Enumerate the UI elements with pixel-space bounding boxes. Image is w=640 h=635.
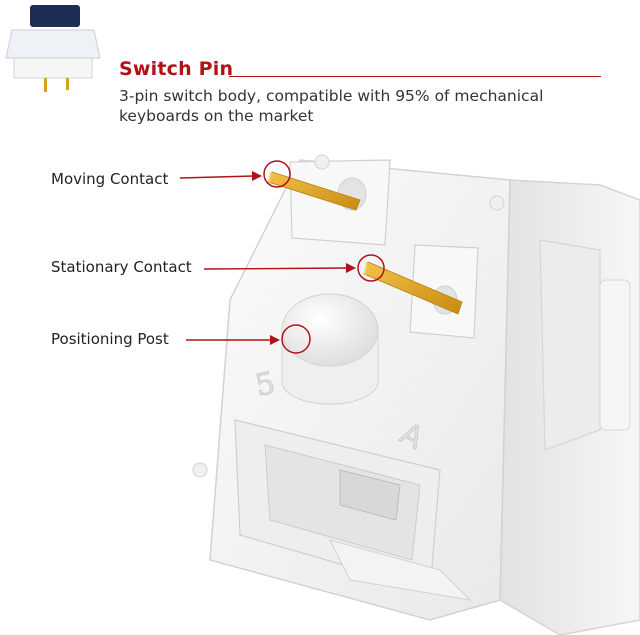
callout-arrows xyxy=(179,171,356,345)
stem-cap xyxy=(30,5,80,27)
section-title: Switch Pin xyxy=(119,58,234,80)
moving-contact-label: Moving Contact xyxy=(51,170,169,188)
thumbnail-bottom-housing xyxy=(13,57,93,79)
thumbnail-switch xyxy=(5,5,101,92)
moving-contact-highlight xyxy=(263,160,291,188)
positioning-post-label: Positioning Post xyxy=(51,330,169,348)
positioning-post-highlight xyxy=(281,324,311,354)
thumbnail-pin-left xyxy=(44,78,47,92)
thumbnail-pin-right xyxy=(66,78,69,90)
moving-contact-pin xyxy=(267,171,361,211)
stationary-contact-label: Stationary Contact xyxy=(51,258,192,276)
stationary-contact-pin xyxy=(363,261,463,315)
stationary-contact-arrow xyxy=(203,267,349,270)
moving-contact-arrow xyxy=(179,175,255,179)
section-subtitle: 3-pin switch body, compatible with 95% o… xyxy=(119,87,544,125)
stationary-contact-highlight xyxy=(357,254,385,282)
title-divider xyxy=(229,76,601,77)
thumbnail-top-housing xyxy=(5,29,101,59)
